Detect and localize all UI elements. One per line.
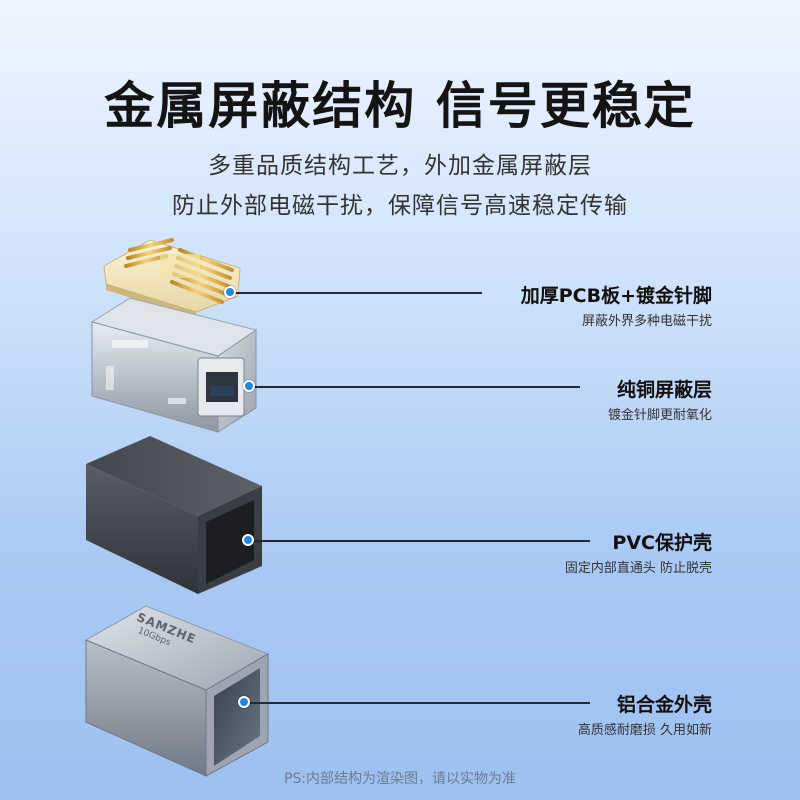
label-pcb: 加厚PCB板+镀金针脚 [520,285,712,307]
label-shield-desc: 镀金针脚更耐氧化 [607,408,712,423]
subtitle-line-2: 防止外部电磁干扰，保障信号高速稳定传输 [172,193,628,219]
footer-note: PS:内部结构为渲染图，请以实物为准 [283,771,517,787]
callout-dot-pvc [242,534,254,546]
page-title: 金属屏蔽结构 信号更稳定 [104,77,696,135]
label-pcb-desc: 屏蔽外界多种电磁干扰 [581,314,712,329]
callout-line-aluminium [246,702,590,704]
callout-dot-pcb [224,286,236,298]
pcb-board-graphic [103,238,241,318]
pvc-housing-graphic [86,436,262,594]
label-aluminium-desc: 高质感耐磨损 久用如新 [577,723,712,738]
subtitle-line-1: 多重品质结构工艺，外加金属屏蔽层 [208,153,592,179]
metal-shield-graphic [90,297,258,433]
label-aluminium: 铝合金外壳 [616,694,712,716]
aluminium-shell-graphic [84,605,270,777]
callout-line-shield [250,386,580,388]
callout-line-pvc [250,540,590,542]
callout-dot-shield [243,380,255,392]
callout-dot-aluminium [238,696,250,708]
label-pvc: PVC保护壳 [612,532,712,554]
callout-line-pcb [232,292,482,294]
label-shield: 纯铜屏蔽层 [616,379,712,401]
label-pvc-desc: 固定内部直通头 防止脱壳 [564,561,712,576]
